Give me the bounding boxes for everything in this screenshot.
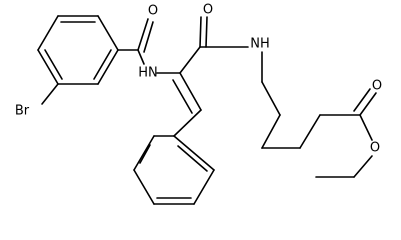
oxygen-label-ester-carbonyl: O — [372, 79, 382, 94]
bond-c-o-double — [359, 92, 377, 116]
oxygen-label-right-amide: O — [203, 3, 213, 18]
bond — [97, 49, 119, 85]
nitrogen-label-left-amide: HN — [138, 66, 158, 81]
bond-c-o-double — [353, 88, 371, 112]
oxygen-label-ester-ether: O — [370, 141, 380, 156]
bromophenyl-ring — [37, 15, 119, 85]
bond — [133, 135, 155, 171]
bond — [173, 109, 202, 137]
aromatic-inner-bond — [177, 145, 208, 172]
aromatic-inner-bond — [44, 49, 63, 80]
bond-c-o-double — [199, 16, 202, 48]
bond — [359, 114, 373, 141]
structure-diagram: Br O HN O NH O O — [15, 3, 382, 205]
bond — [137, 49, 145, 65]
bond — [37, 15, 59, 51]
bond-c-o-double — [205, 16, 208, 48]
bond — [193, 169, 215, 205]
bond-c-c-double — [179, 72, 202, 111]
bond — [353, 155, 373, 178]
aromatic-inner-bond — [93, 49, 112, 80]
oxygen-label-left-amide: O — [148, 4, 158, 19]
bond-c-o-double — [137, 18, 149, 51]
bond-c-c-double — [172, 79, 193, 114]
bond — [299, 114, 321, 149]
bond — [97, 15, 119, 51]
nitrogen-label-right-amide: NH — [250, 37, 270, 52]
bond-c-br — [41, 83, 59, 105]
bond-c-o-double — [143, 21, 154, 53]
bond — [261, 81, 281, 116]
bond — [261, 114, 281, 149]
aromatic-inner-bond — [139, 144, 151, 164]
bond — [133, 169, 155, 205]
phenyl-ring — [133, 135, 215, 205]
bromine-label: Br — [15, 104, 30, 119]
bond — [173, 135, 215, 171]
bond — [179, 46, 201, 74]
bond — [37, 49, 59, 85]
